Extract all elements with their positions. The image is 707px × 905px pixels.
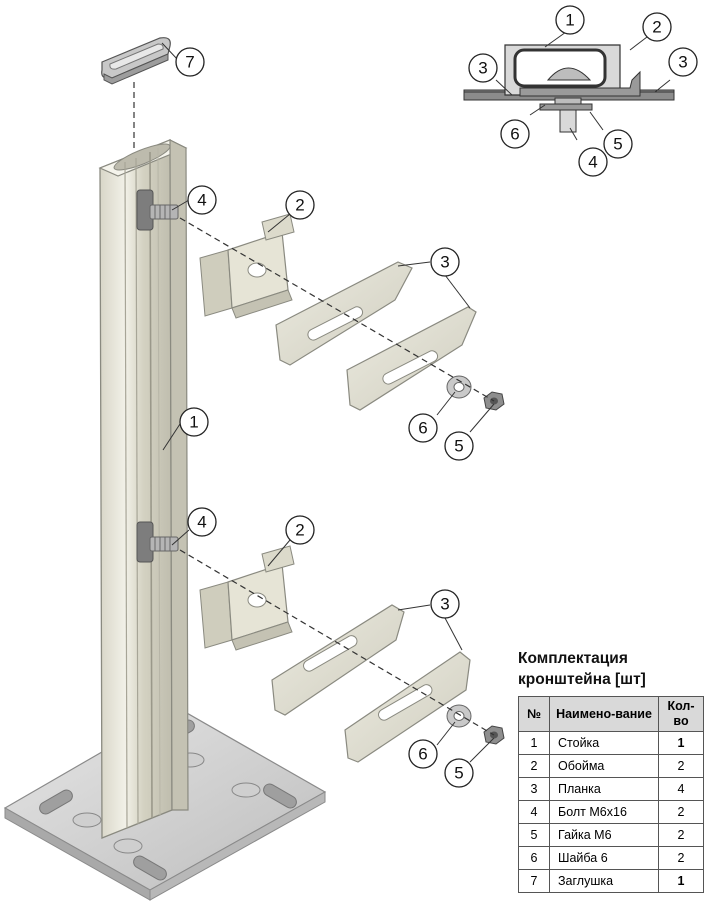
svg-text:3: 3 <box>440 253 449 272</box>
cell-name: Обойма <box>549 754 659 778</box>
section-callout-6: 6 <box>500 119 530 149</box>
section-callout-1: 1 <box>555 5 585 35</box>
end-cap <box>101 37 171 85</box>
bolt-upper <box>136 189 179 231</box>
svg-text:6: 6 <box>418 419 427 438</box>
callout-5-lower: 5 <box>444 758 474 788</box>
svg-text:1: 1 <box>189 413 198 432</box>
svg-text:4: 4 <box>197 191 206 210</box>
cell-name: Заглушка <box>549 869 659 893</box>
svg-text:6: 6 <box>510 125 519 144</box>
cell-num: 4 <box>518 800 550 824</box>
cell-num: 6 <box>518 846 550 870</box>
cell-qty: 4 <box>658 777 704 801</box>
spec-title-line2: кронштейна [шт] <box>518 671 646 688</box>
svg-text:3: 3 <box>678 53 687 72</box>
svg-text:4: 4 <box>197 513 206 532</box>
svg-text:5: 5 <box>613 135 622 154</box>
cell-num: 5 <box>518 823 550 847</box>
cell-qty: 2 <box>658 846 704 870</box>
callout-4-upper: 4 <box>187 185 217 215</box>
callout-3-lower: 3 <box>430 589 460 619</box>
svg-text:4: 4 <box>588 153 597 172</box>
cell-name: Гайка М6 <box>549 823 659 847</box>
cross-section-detail <box>463 44 675 133</box>
section-callout-3-left: 3 <box>468 53 498 83</box>
cell-name: Стойка <box>549 731 659 755</box>
svg-text:1: 1 <box>565 11 574 30</box>
svg-text:7: 7 <box>185 53 194 72</box>
washer-lower <box>446 704 472 728</box>
cell-qty: 2 <box>658 800 704 824</box>
callout-4-lower: 4 <box>187 507 217 537</box>
cell-num: 2 <box>518 754 550 778</box>
callout-7: 7 <box>175 47 205 77</box>
header-name: Наимено-вание <box>549 696 659 732</box>
callout-6-upper: 6 <box>408 413 438 443</box>
callout-3-upper: 3 <box>430 247 460 277</box>
callout-2-upper: 2 <box>285 190 315 220</box>
section-callout-3-right: 3 <box>668 47 698 77</box>
assembly-line-lower <box>179 549 495 736</box>
cell-num: 1 <box>518 731 550 755</box>
plank-lower-right <box>344 651 471 763</box>
cell-name: Болт М6х16 <box>549 800 659 824</box>
cell-num: 7 <box>518 869 550 893</box>
header-num: № <box>518 696 550 732</box>
svg-text:3: 3 <box>440 595 449 614</box>
section-callout-2: 2 <box>642 12 672 42</box>
plank-upper-right <box>346 306 477 411</box>
section-callout-4: 4 <box>578 147 608 177</box>
callout-6-lower: 6 <box>408 739 438 769</box>
spec-header-row: № Наимено-вание Кол-во <box>518 696 704 732</box>
plank-lower-left <box>271 604 405 716</box>
bolt-lower <box>136 521 179 563</box>
cell-name: Шайба 6 <box>549 846 659 870</box>
clip-lower <box>199 545 295 651</box>
clip-upper <box>199 213 295 319</box>
svg-text:5: 5 <box>454 437 463 456</box>
svg-text:6: 6 <box>418 745 427 764</box>
cell-qty: 1 <box>658 731 704 755</box>
svg-text:3: 3 <box>478 59 487 78</box>
callout-5-upper: 5 <box>444 431 474 461</box>
post <box>98 139 189 839</box>
spec-panel: Комплектация кронштейна [шт] № Наимено-в… <box>518 648 704 893</box>
callout-2-lower: 2 <box>285 515 315 545</box>
cell-qty: 2 <box>658 754 704 778</box>
cell-qty: 2 <box>658 823 704 847</box>
cell-name: Планка <box>549 777 659 801</box>
cell-qty: 1 <box>658 869 704 893</box>
section-callout-5: 5 <box>603 129 633 159</box>
svg-text:2: 2 <box>652 18 661 37</box>
washer-upper <box>446 375 472 399</box>
plank-upper-left <box>275 261 413 366</box>
svg-text:2: 2 <box>295 521 304 540</box>
spec-title: Комплектация кронштейна [шт] <box>518 648 704 690</box>
cell-num: 3 <box>518 777 550 801</box>
svg-text:2: 2 <box>295 196 304 215</box>
assembly-line-upper <box>179 217 495 402</box>
leader-lines <box>161 31 671 763</box>
spec-title-line1: Комплектация <box>518 650 628 667</box>
svg-text:5: 5 <box>454 764 463 783</box>
header-qty: Кол-во <box>658 696 704 732</box>
callout-1: 1 <box>179 407 209 437</box>
